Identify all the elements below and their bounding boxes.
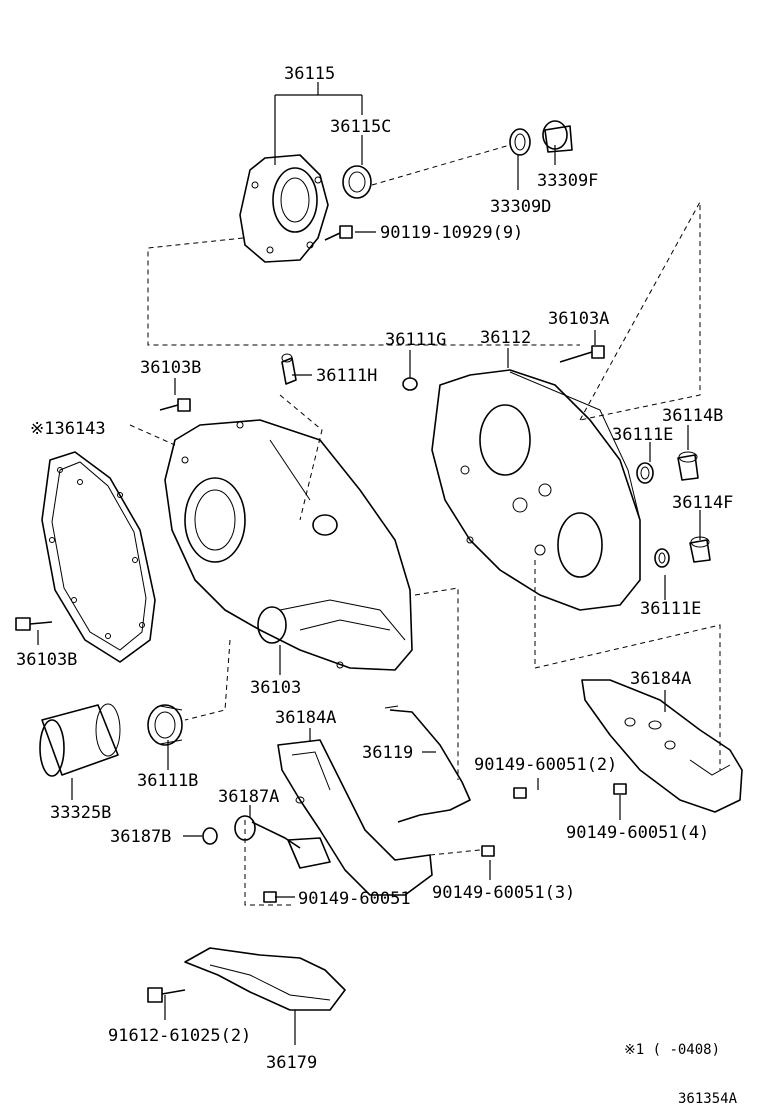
bolt-36103b-bottom — [15, 617, 53, 631]
label-36184a-middle: 36184A — [275, 708, 336, 728]
label-36103a: 36103A — [548, 309, 609, 329]
label-36115: 36115 — [284, 64, 335, 84]
label-90149-60051-4: 90149-60051(4) — [566, 823, 709, 843]
label-33309d: 33309D — [490, 197, 551, 217]
label-36184a-right: 36184A — [630, 669, 691, 689]
oil-seal-36111b — [147, 704, 183, 746]
plug-33309f — [542, 120, 573, 153]
label-90119: 90119-10929(9) — [380, 223, 523, 243]
gasket-36143 — [41, 451, 156, 663]
label-91612-61025: 91612-61025(2) — [108, 1026, 251, 1046]
shield-36184a-right — [581, 679, 743, 813]
gasket-36111e-bottom — [654, 548, 670, 568]
sleeve-33325b — [39, 703, 121, 777]
bolt-90149-60051-4 — [613, 783, 627, 795]
bolt-90149-60051-2 — [513, 787, 527, 799]
label-36111h: 36111H — [316, 366, 377, 386]
label-33309f: 33309F — [537, 171, 598, 191]
label-36103b-top: 36103B — [140, 358, 201, 378]
under-cover-36179 — [184, 947, 346, 1011]
label-36187a: 36187A — [218, 787, 279, 807]
leader-lines — [37, 82, 701, 1045]
oil-seal-33309d — [509, 128, 531, 156]
plug-36114b — [677, 451, 699, 481]
part-labels: 36115 36115C 33309D 33309F 90119-10929(9… — [16, 64, 733, 1073]
oil-seal-36115c — [342, 165, 372, 199]
bolt-90149-60051-3 — [481, 845, 495, 857]
bolt-91612 — [147, 987, 186, 1003]
pin-36111g — [402, 377, 418, 391]
label-36114b: 36114B — [662, 406, 723, 426]
label-36143: ※136143 — [30, 419, 106, 439]
label-36111b: 36111B — [137, 771, 198, 791]
label-36187b: 36187B — [110, 827, 171, 847]
label-36103: 36103 — [250, 678, 301, 698]
bolt-90119 — [324, 225, 353, 241]
label-36115c: 36115C — [330, 117, 391, 137]
wire-36119 — [384, 705, 471, 823]
label-36111g: 36111G — [385, 330, 446, 350]
label-36111e-top: 36111E — [612, 425, 673, 445]
sensor-36187a — [234, 815, 331, 869]
diagram-id: 361354A — [678, 1091, 738, 1107]
shield-36184a-middle — [277, 739, 433, 896]
label-36103b-bottom: 36103B — [16, 650, 77, 670]
label-90149-60051-3: 90149-60051(3) — [432, 883, 575, 903]
label-90149-60051-2: 90149-60051(2) — [474, 755, 617, 775]
transfer-case-36103 — [164, 419, 413, 671]
bolt-36103b-top — [159, 398, 191, 412]
label-36119: 36119 — [362, 743, 413, 763]
extension-housing-cover — [239, 154, 329, 263]
gasket-36111e-top — [636, 462, 654, 484]
assembly-dashed-lines — [129, 144, 721, 906]
label-36179: 36179 — [266, 1053, 317, 1073]
label-90149-60051: 90149-60051 — [298, 889, 411, 909]
label-33325b: 33325B — [50, 803, 111, 823]
o-ring-36187b — [202, 827, 218, 845]
label-36112: 36112 — [480, 328, 531, 348]
bolt-36103a — [559, 345, 605, 363]
breather-36111h — [281, 353, 297, 385]
label-36114f: 36114F — [672, 493, 733, 513]
plug-36114f — [689, 536, 711, 563]
transfer-case-36112 — [431, 369, 641, 611]
footnote: ※1 ( -0408) — [624, 1042, 720, 1058]
label-36111e-bottom: 36111E — [640, 599, 701, 619]
bolt-90149-60051 — [263, 891, 277, 903]
